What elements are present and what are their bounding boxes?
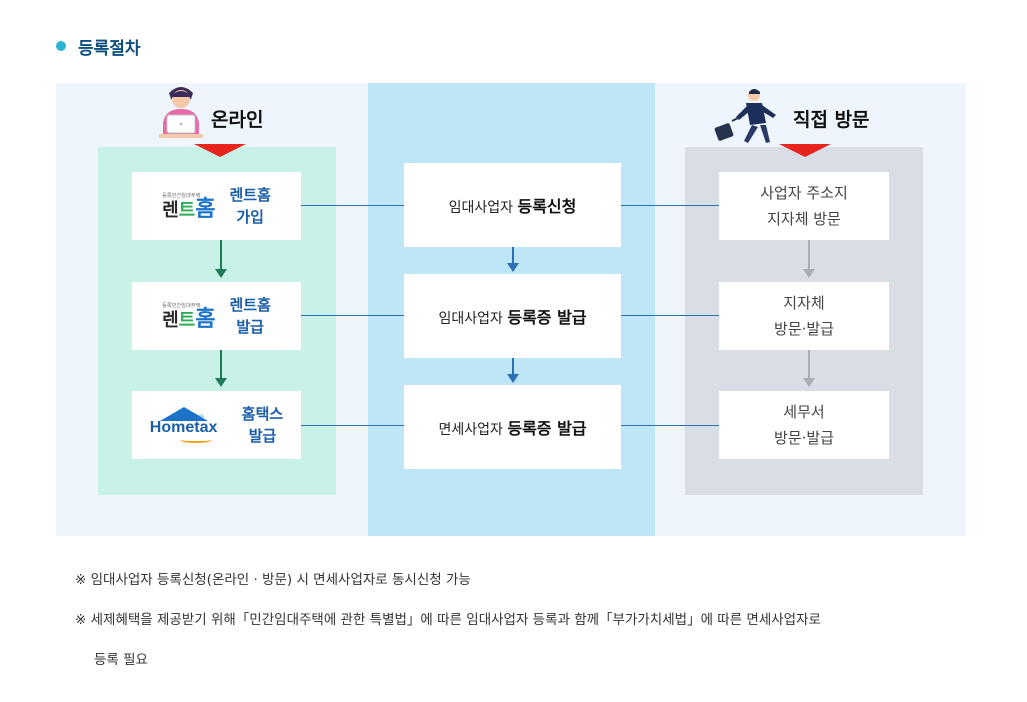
bullet-dot-icon <box>56 41 66 51</box>
logo-text: Hometax <box>149 419 218 436</box>
logo-text-accent: 트 <box>178 199 196 221</box>
step-emphasis: 등록신청 <box>517 197 577 216</box>
center-step-registration-certificate: 임대사업자 등록증 발급 <box>404 274 621 358</box>
direct-step-local-government-issue: 지자체 방문·발급 <box>719 282 889 350</box>
rent-home-logo: 등록민간임대주택 렌트홈 <box>162 192 215 221</box>
step-label-line2: 방문·발급 <box>774 429 834 447</box>
step-prefix: 면세사업자 <box>438 422 508 438</box>
direct-visit-title: 직접 방문 <box>793 109 870 131</box>
page-title: 등록절차 <box>78 38 141 59</box>
step-label-line1: 홈택스 <box>241 405 284 423</box>
logo-text-home: 홈 <box>195 196 216 222</box>
note-1: ※ 임대사업자 등록신청(온라인 · 방문) 시 면세사업자로 동시신청 가능 <box>75 572 471 588</box>
step-prefix: 임대사업자 <box>438 311 508 327</box>
step-label: 사업자 주소지 지자체 방문 <box>760 180 848 232</box>
direct-arrow-shaft-2 <box>808 350 810 379</box>
direct-arrow-head-2 <box>803 378 815 387</box>
online-step-hometax-issue: 언제나 납세서비스 Hometax 홈택스 발급 <box>132 391 301 459</box>
logo-tagline: 등록민간임대주택 <box>162 192 201 199</box>
step-label-line2: 지자체 방문 <box>767 210 841 228</box>
center-arrow-shaft-1 <box>512 247 514 264</box>
laptop-person-icon <box>159 87 203 138</box>
logo-smile-icon <box>179 437 212 443</box>
online-step-rent-home-issue: 등록민간임대주택 렌트홈 렌트홈 발급 <box>132 282 301 350</box>
hometax-logo: 언제나 납세서비스 Hometax <box>150 405 228 445</box>
center-step-tax-exempt-certificate: 면세사업자 등록증 발급 <box>404 385 621 469</box>
online-arrow-shaft-1 <box>220 240 222 270</box>
step-label: 지자체 방문·발급 <box>774 290 834 342</box>
online-step-rent-home-join: 등록민간임대주택 렌트홈 렌트홈 가입 <box>132 172 301 240</box>
step-label-line1: 렌트홈 <box>229 296 271 314</box>
center-step-registration-request: 임대사업자 등록신청 <box>404 163 621 247</box>
step-label-line1: 렌트홈 <box>229 186 271 204</box>
online-pointer-triangle <box>194 144 246 157</box>
step-emphasis: 등록증 발급 <box>507 308 587 327</box>
note-2: ※ 세제혜택을 제공받기 위해「민간임대주택에 관한 특별법」에 따른 임대사업… <box>75 612 821 628</box>
logo-text: 렌 <box>162 309 179 331</box>
online-arrow-head-1 <box>215 269 227 278</box>
logo-text-home: 홈 <box>195 306 216 332</box>
online-title: 온라인 <box>211 109 264 131</box>
online-arrow-shaft-2 <box>220 350 222 379</box>
logo-tagline: 등록민간임대주택 <box>162 302 201 309</box>
step-label: 홈택스 발급 <box>242 403 283 447</box>
center-arrow-head-2 <box>507 374 519 383</box>
direct-pointer-triangle <box>779 144 831 157</box>
logo-text-accent: 트 <box>178 309 196 331</box>
running-businessman-icon <box>714 89 776 143</box>
house-roof-icon <box>159 407 208 421</box>
registration-procedure-diagram: 온라인 직접 방문 등록민간임대주택 렌트홈 렌트홈 가입 등록민간임대주택 렌… <box>56 83 966 536</box>
direct-arrow-shaft-1 <box>808 240 810 270</box>
online-arrow-head-2 <box>215 378 227 387</box>
note-2-continued: 등록 필요 <box>94 652 148 668</box>
logo-text: 렌 <box>162 199 179 221</box>
step-label-line2: 발급 <box>248 427 277 445</box>
direct-arrow-head-1 <box>803 269 815 278</box>
step-label-line2: 가입 <box>236 208 264 226</box>
center-arrow-shaft-2 <box>512 358 514 375</box>
rent-home-logo: 등록민간임대주택 렌트홈 <box>162 302 215 331</box>
step-emphasis: 등록증 발급 <box>507 419 587 438</box>
step-label: 렌트홈 가입 <box>229 184 270 228</box>
logo-tagline: 언제나 납세서비스 <box>173 414 205 419</box>
direct-step-tax-office-issue: 세무서 방문·발급 <box>719 391 889 459</box>
step-label: 렌트홈 발급 <box>229 294 270 338</box>
step-label-line2: 방문·발급 <box>774 320 834 338</box>
center-arrow-head-1 <box>507 263 519 272</box>
step-prefix: 임대사업자 <box>448 200 518 216</box>
direct-step-local-government-visit: 사업자 주소지 지자체 방문 <box>719 172 889 240</box>
step-label-line1: 세무서 <box>783 403 825 421</box>
step-label-line2: 발급 <box>236 318 264 336</box>
step-label: 세무서 방문·발급 <box>774 399 834 451</box>
step-label-line1: 사업자 주소지 <box>760 184 848 202</box>
step-label-line1: 지자체 <box>783 294 825 312</box>
section-heading: 등록절차 <box>56 34 141 59</box>
